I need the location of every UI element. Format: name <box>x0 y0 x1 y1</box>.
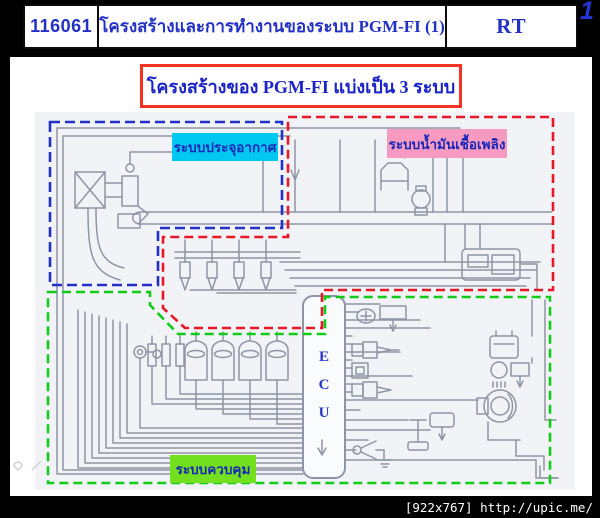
watermark-marks <box>13 460 42 472</box>
fuel-system-box <box>161 115 555 330</box>
watermark-url: [922x767] http://upic.me/ <box>404 499 593 515</box>
header-box: 116061 โครงสร้างและการทำงานของระบบ PGM-F… <box>23 4 578 49</box>
header-tag: RT <box>444 6 576 47</box>
header-bar: 116061 โครงสร้างและการทำงานของระบบ PGM-F… <box>0 0 600 57</box>
air-system-label: ระบบประจุอากาศ <box>172 133 278 161</box>
fuel-system-label: ระบบน้ำมันเชื้อเพลิง <box>387 129 507 158</box>
ecu-letter-e: E <box>318 349 329 365</box>
control-system-box <box>46 290 552 485</box>
title-banner: โครงสร้างของ PGM-FI แบ่งเป็น 3 ระบบ <box>140 64 462 108</box>
header-title: โครงสร้างและการทำงานของระบบ PGM-FI (1) <box>99 17 445 36</box>
air-system-box <box>48 120 284 287</box>
footer-bar: [922x767] http://upic.me/ <box>0 496 600 518</box>
control-system-label: ระบบควบคุม <box>170 455 256 483</box>
ecu-label: E C U <box>309 343 339 427</box>
ecu-letter-c: C <box>318 377 330 393</box>
lesson-code: 116061 <box>25 6 100 47</box>
pgm-fi-diagram <box>13 112 575 490</box>
page-number: 1 <box>580 0 594 25</box>
ecu-letter-u: U <box>318 405 330 421</box>
